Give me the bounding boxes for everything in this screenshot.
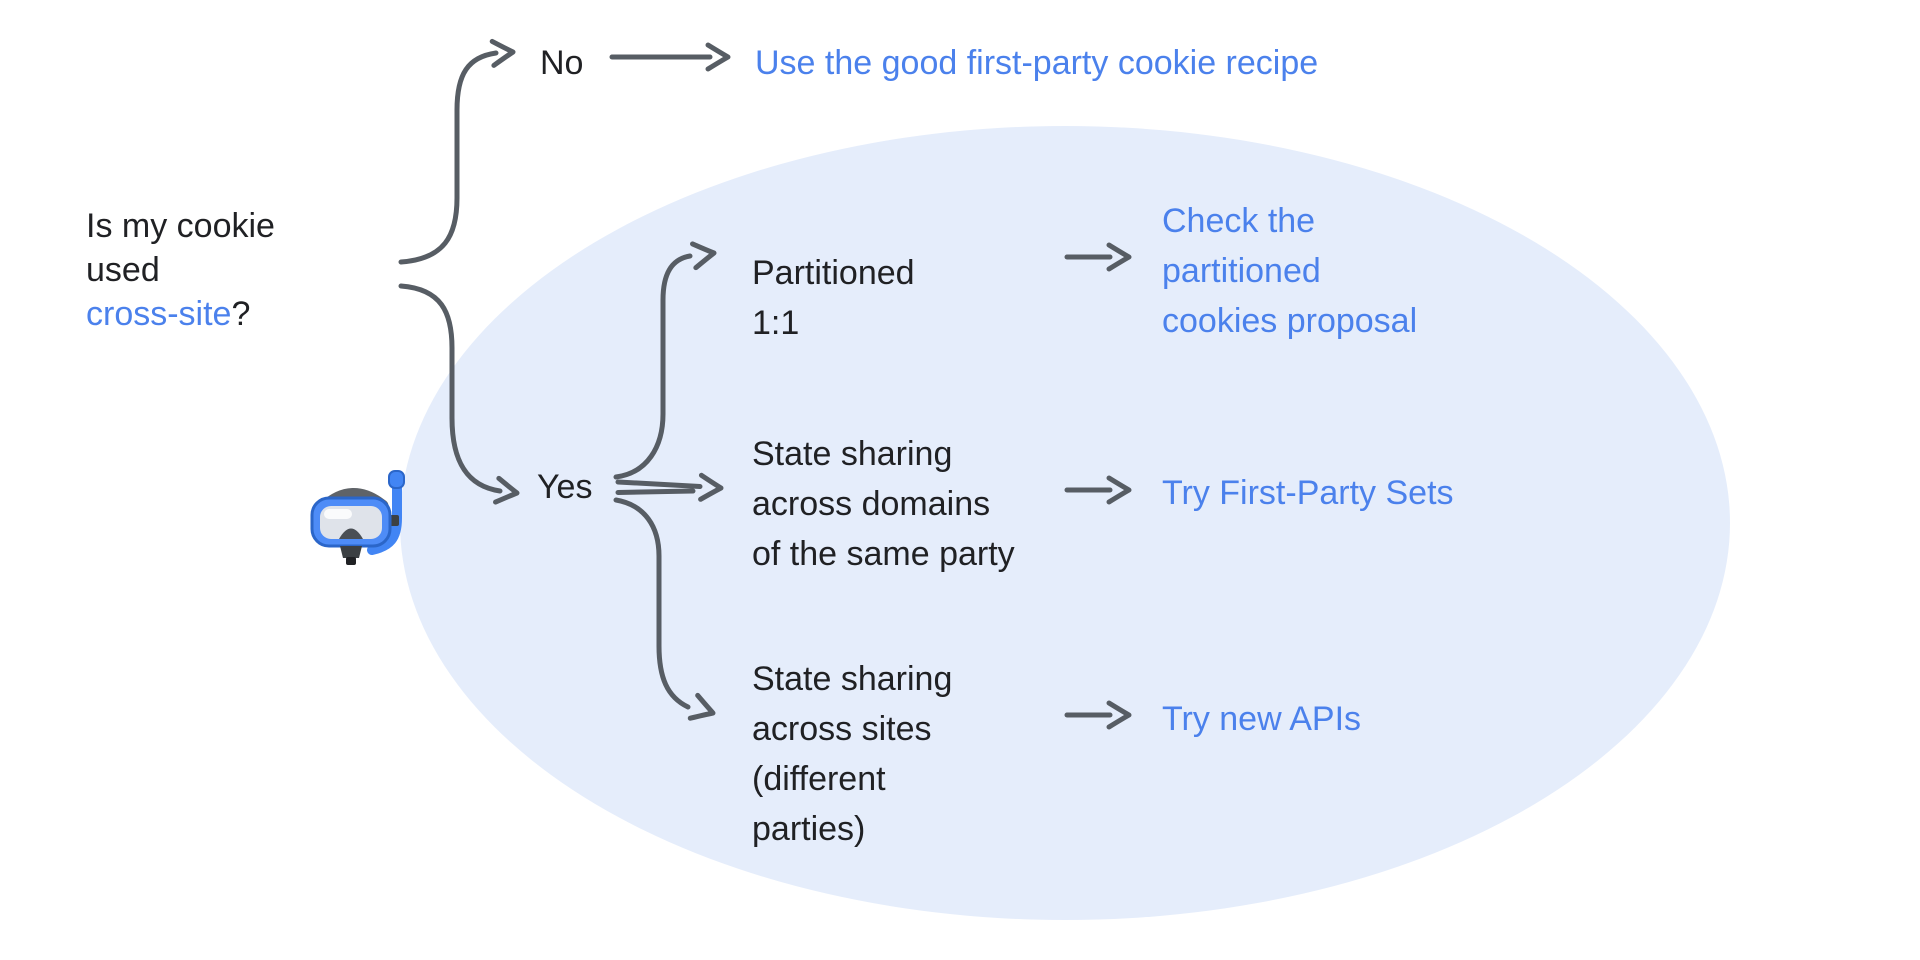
- condition-partitioned: Partitioned 1:1: [752, 248, 915, 348]
- condition-same-party: State sharing across domains of the same…: [752, 429, 1015, 579]
- arrow-no-to-outcome: [609, 45, 728, 69]
- yes-label: Yes: [537, 468, 593, 506]
- diving-mask-icon: [310, 470, 405, 565]
- arrow-different-parties-to-outcome: [1064, 703, 1129, 727]
- question-line-1: Is my cookie: [86, 207, 275, 245]
- arrow-partitioned-to-outcome: [1064, 245, 1129, 269]
- outcome-line: partitioned: [1162, 252, 1321, 290]
- condition-line: State sharing: [752, 435, 953, 473]
- condition-different-parties: State sharing across sites (different pa…: [752, 654, 952, 854]
- outcome-partitioned-link[interactable]: Check the partitioned cookies proposal: [1162, 196, 1417, 346]
- outcome-line: Check the: [1162, 202, 1316, 240]
- no-outcome-link[interactable]: Use the good first-party cookie recipe: [755, 44, 1319, 82]
- arrow-yes-to-different-parties: [613, 497, 717, 724]
- outcome-new-apis-link[interactable]: Try new APIs: [1162, 700, 1362, 738]
- no-label: No: [540, 44, 584, 82]
- condition-line: (different: [752, 760, 886, 798]
- arrow-question-to-yes: [398, 283, 519, 505]
- question-line-2: used: [86, 251, 160, 289]
- condition-line: across domains: [752, 485, 991, 523]
- outcome-first-party-sets-link[interactable]: Try First-Party Sets: [1162, 474, 1454, 512]
- question-mark: ?: [231, 295, 251, 333]
- condition-line: 1:1: [752, 304, 800, 342]
- condition-line: State sharing: [752, 660, 953, 698]
- arrow-yes-to-same-party: [615, 475, 721, 500]
- cross-site-link[interactable]: cross-site: [86, 295, 232, 333]
- condition-line: Partitioned: [752, 254, 915, 292]
- condition-line: parties): [752, 810, 866, 848]
- arrow-yes-to-partitioned: [613, 241, 716, 480]
- arrow-question-to-no: [398, 40, 514, 265]
- condition-line: across sites: [752, 710, 932, 748]
- outcome-line: cookies proposal: [1162, 302, 1418, 340]
- cross-site-context-ellipse: [400, 126, 1730, 920]
- question: Is my cookie used cross-site?: [86, 204, 275, 336]
- question-line-3: cross-site?: [86, 292, 275, 336]
- arrow-same-party-to-outcome: [1064, 478, 1129, 502]
- condition-line: of the same party: [752, 535, 1015, 573]
